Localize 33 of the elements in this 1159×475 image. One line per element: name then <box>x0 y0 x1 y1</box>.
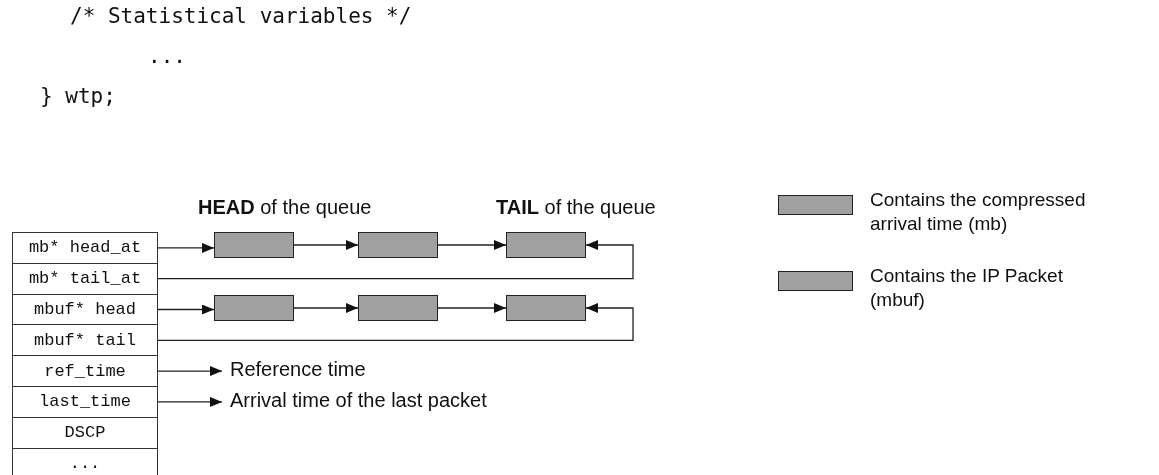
arrow <box>293 240 359 250</box>
struct-field-cell: mbuf* tail <box>12 324 158 357</box>
struct-field-cell: ... <box>12 447 158 475</box>
struct-field-cell: mb* head_at <box>12 232 158 264</box>
queue-element-box <box>358 295 438 321</box>
arrow <box>293 303 359 313</box>
arrow <box>157 304 215 315</box>
struct-field-cell: mbuf* head <box>12 293 158 326</box>
queue-element-box <box>506 232 586 258</box>
code-line: } wtp; <box>40 84 116 108</box>
legend-text: Contains the IP Packet (mbuf) <box>870 264 1064 312</box>
struct-field-cell: DSCP <box>12 416 158 449</box>
arrow <box>157 240 634 280</box>
queue-element-box <box>506 295 586 321</box>
arrow <box>157 242 215 253</box>
queue-element-box <box>358 232 438 258</box>
code-comment: /* Statistical variables */ <box>70 4 412 28</box>
queue-element-box <box>214 232 294 258</box>
queue-element-box <box>214 295 294 321</box>
arrow <box>157 366 223 377</box>
struct-field-cell: ref_time <box>12 355 158 387</box>
queue-tail-label: TAIL of the queue <box>496 196 656 219</box>
field-description: Reference time <box>230 356 430 382</box>
queue-head-label: HEAD of the queue <box>198 196 372 219</box>
ellipsis: ... <box>148 44 186 68</box>
struct-field-cell: last_time <box>12 386 158 418</box>
legend-text: Contains the compressed arrival time (mb) <box>870 188 1087 236</box>
arrow <box>157 396 223 407</box>
field-description: Arrival time of the last packet <box>230 387 560 413</box>
arrow <box>437 240 507 250</box>
struct-field-cell: mb* tail_at <box>12 262 158 295</box>
arrow <box>437 303 507 313</box>
arrow <box>157 303 634 341</box>
